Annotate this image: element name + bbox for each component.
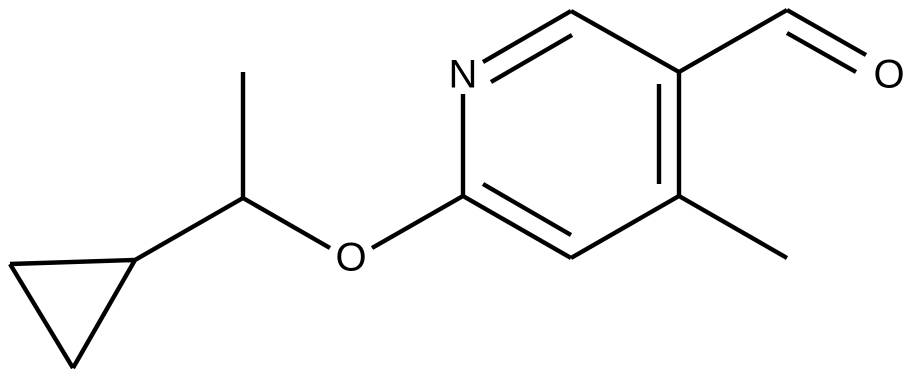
ring-bond-c4-c5	[569, 194, 681, 260]
ring-bond-c3-c4	[656, 72, 682, 196]
ring-bond-n-c2	[481, 9, 574, 84]
nitrogen-atom-label: N	[449, 53, 478, 97]
aldehyde-bond-c3-cho	[677, 8, 789, 74]
ring-bond-c5-c6	[461, 182, 573, 260]
aldehyde-double-bond-c-o	[785, 8, 868, 74]
ether-bond-o-ch	[241, 196, 332, 250]
carbonyl-oxygen-atom-label: O	[873, 53, 904, 97]
side-chain-cyclopropyl-bond	[133, 196, 245, 262]
cyclopropyl-ring	[8, 257, 137, 370]
ring-bond-c2-c3	[569, 9, 681, 74]
ether-bond-c6-o	[370, 194, 465, 250]
ether-oxygen-atom-label: O	[335, 236, 366, 280]
methyl-bond	[677, 194, 789, 260]
